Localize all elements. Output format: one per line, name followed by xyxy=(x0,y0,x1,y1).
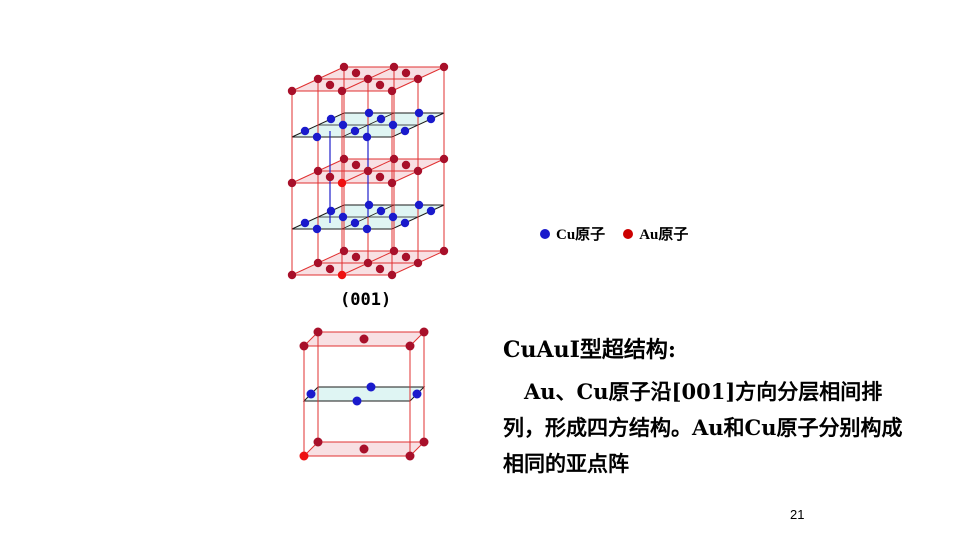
au-atom xyxy=(287,270,297,280)
au-atom xyxy=(351,68,361,78)
au-atom xyxy=(413,258,423,268)
au-atom xyxy=(405,341,415,351)
au-atom xyxy=(389,246,399,256)
cu-atom xyxy=(400,126,410,136)
au-atom xyxy=(363,166,373,176)
cu-atom xyxy=(362,132,372,142)
cu-atom xyxy=(412,389,422,399)
au-atom xyxy=(375,80,385,90)
au-atom xyxy=(375,172,385,182)
au-atom xyxy=(287,86,297,96)
cu-atom xyxy=(366,382,376,392)
au-atom xyxy=(413,166,423,176)
au-atom xyxy=(325,172,335,182)
au-atom xyxy=(287,178,297,188)
au-atom xyxy=(439,246,449,256)
legend-au: Au原子 xyxy=(623,223,688,244)
cu-atom xyxy=(352,396,362,406)
au-atom xyxy=(401,68,411,78)
cu-atom xyxy=(388,212,398,222)
atom-legend: Cu原子 Au原子 xyxy=(540,223,706,244)
cu-atom xyxy=(400,218,410,228)
au-atom xyxy=(363,74,373,84)
page-number: 21 xyxy=(790,507,805,522)
au-atom xyxy=(389,154,399,164)
au-atom xyxy=(401,160,411,170)
au-atom xyxy=(313,327,323,337)
legend-au-label: Au原子 xyxy=(639,227,689,243)
au-atom xyxy=(325,264,335,274)
au-atom xyxy=(351,252,361,262)
cu-atom xyxy=(376,114,386,124)
cu-atom xyxy=(326,206,336,216)
au-atom xyxy=(339,154,349,164)
au-atom xyxy=(325,80,335,90)
cu-atom xyxy=(350,126,360,136)
au-atom xyxy=(439,62,449,72)
au-atom xyxy=(389,62,399,72)
au-atom xyxy=(337,86,347,96)
au-atom xyxy=(337,270,347,280)
plane-caption: (001) xyxy=(340,290,392,310)
au-atom xyxy=(313,258,323,268)
au-atom xyxy=(439,154,449,164)
au-atom xyxy=(401,252,411,262)
au-atom xyxy=(363,258,373,268)
cu-atom xyxy=(364,108,374,118)
au-atom xyxy=(387,270,397,280)
au-atom xyxy=(405,451,415,461)
au-atom xyxy=(313,74,323,84)
cu-atom xyxy=(350,218,360,228)
au-atom xyxy=(313,166,323,176)
description-paragraph: Au、Cu原子沿[001]方向分层相间排列，形成四方结构。Au和Cu原子分别构成… xyxy=(503,379,903,476)
cu-atom xyxy=(426,206,436,216)
legend-cu: Cu原子 xyxy=(540,223,605,244)
au-atom xyxy=(313,437,323,447)
cu-atom xyxy=(414,200,424,210)
cu-atom xyxy=(306,389,316,399)
cu-plane xyxy=(302,386,426,402)
cu-atom xyxy=(364,200,374,210)
unit-cell-structure xyxy=(299,327,429,461)
description-title: CuAuI型超结构: xyxy=(503,337,676,363)
au-atom xyxy=(337,178,347,188)
description-block: CuAuI型超结构: Au、Cu原子沿[001]方向分层相间排列，形成四方结构。… xyxy=(503,332,923,482)
au-atom xyxy=(387,178,397,188)
cu-atom xyxy=(426,114,436,124)
cu-atom xyxy=(414,108,424,118)
cu-atom xyxy=(326,114,336,124)
au-atom xyxy=(339,246,349,256)
au-atom xyxy=(419,327,429,337)
au-atom xyxy=(299,451,309,461)
au-atom xyxy=(351,160,361,170)
au-atom xyxy=(387,86,397,96)
au-atom xyxy=(299,341,309,351)
au-atom-marker xyxy=(623,228,634,239)
cu-atom xyxy=(338,120,348,130)
cu-atom xyxy=(312,224,322,234)
cu-atom xyxy=(388,120,398,130)
legend-cu-label: Cu原子 xyxy=(556,227,606,243)
cu-atom xyxy=(338,212,348,222)
cu-atom xyxy=(376,206,386,216)
au-atom xyxy=(359,334,369,344)
cu-atom-marker xyxy=(540,228,550,239)
cu-atom xyxy=(312,132,322,142)
cu-atom xyxy=(300,218,310,228)
au-atom xyxy=(375,264,385,274)
cu-atom xyxy=(300,126,310,136)
au-atom xyxy=(359,444,369,454)
supercell-structure xyxy=(287,62,449,280)
au-atom xyxy=(413,74,423,84)
au-atom xyxy=(419,437,429,447)
cu-atom xyxy=(362,224,372,234)
au-atom xyxy=(339,62,349,72)
